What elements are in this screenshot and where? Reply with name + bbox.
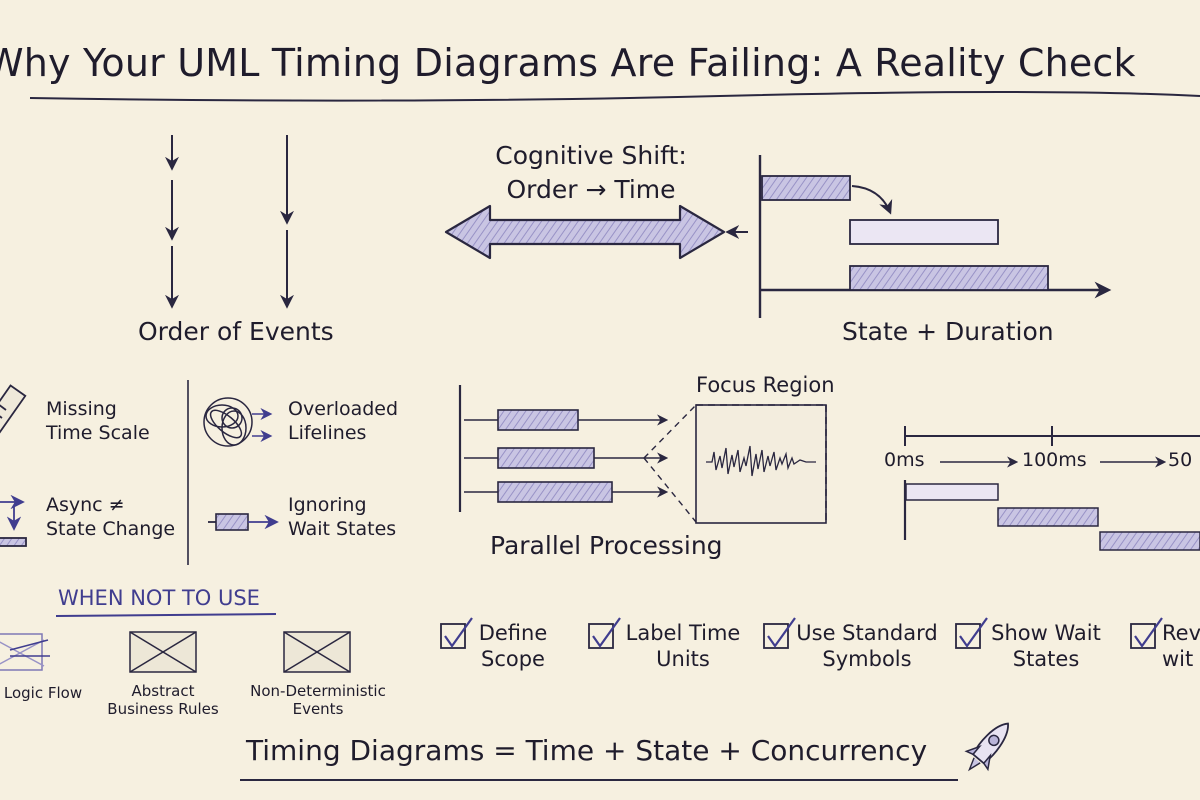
non-deterministic-icon — [283, 631, 351, 673]
double-arrow-icon — [444, 204, 748, 260]
formula-text: Timing Diagrams = Time + State + Concurr… — [246, 734, 928, 767]
state-duration-caption: State + Duration — [842, 317, 1054, 346]
parallel-processing-caption: Parallel Processing — [490, 531, 723, 560]
order-of-events-caption: Order of Events — [138, 317, 334, 346]
when-not-underline — [55, 613, 277, 617]
tangle-icon — [203, 397, 273, 447]
focus-region-label: Focus Region — [696, 373, 835, 397]
rocket-icon — [964, 722, 1009, 772]
ruler-icon — [0, 384, 27, 440]
logic-flow-icon — [0, 633, 50, 671]
pitfall-async-state-change: Async ≠State Change — [46, 494, 176, 540]
cognitive-shift-line2: Order → Time — [506, 175, 676, 204]
parallel-processing-diagram — [458, 385, 827, 524]
tick-label-50: 50 — [1168, 449, 1193, 471]
when-not-heading: WHEN NOT TO USE — [58, 586, 260, 610]
abstract-rules-icon — [129, 631, 197, 673]
title-underline — [29, 91, 1200, 102]
cognitive-shift-line1: Cognitive Shift: — [495, 141, 687, 170]
state-duration-chart — [758, 155, 1112, 318]
tick-label-0ms: 0ms — [884, 449, 925, 471]
tick-label-100ms: 100ms — [1022, 449, 1087, 471]
when-not-logic-flow: Logic Flow — [3, 684, 83, 702]
checkbox-icons — [440, 617, 1163, 649]
order-of-events-arrows — [165, 135, 294, 309]
timeline-diagram — [903, 426, 1200, 551]
async-arrow-icon — [0, 494, 27, 547]
wait-bar-icon — [208, 513, 279, 531]
page-title: Why Your UML Timing Diagrams Are Failing… — [0, 41, 1136, 85]
signal-waveform — [706, 445, 816, 477]
